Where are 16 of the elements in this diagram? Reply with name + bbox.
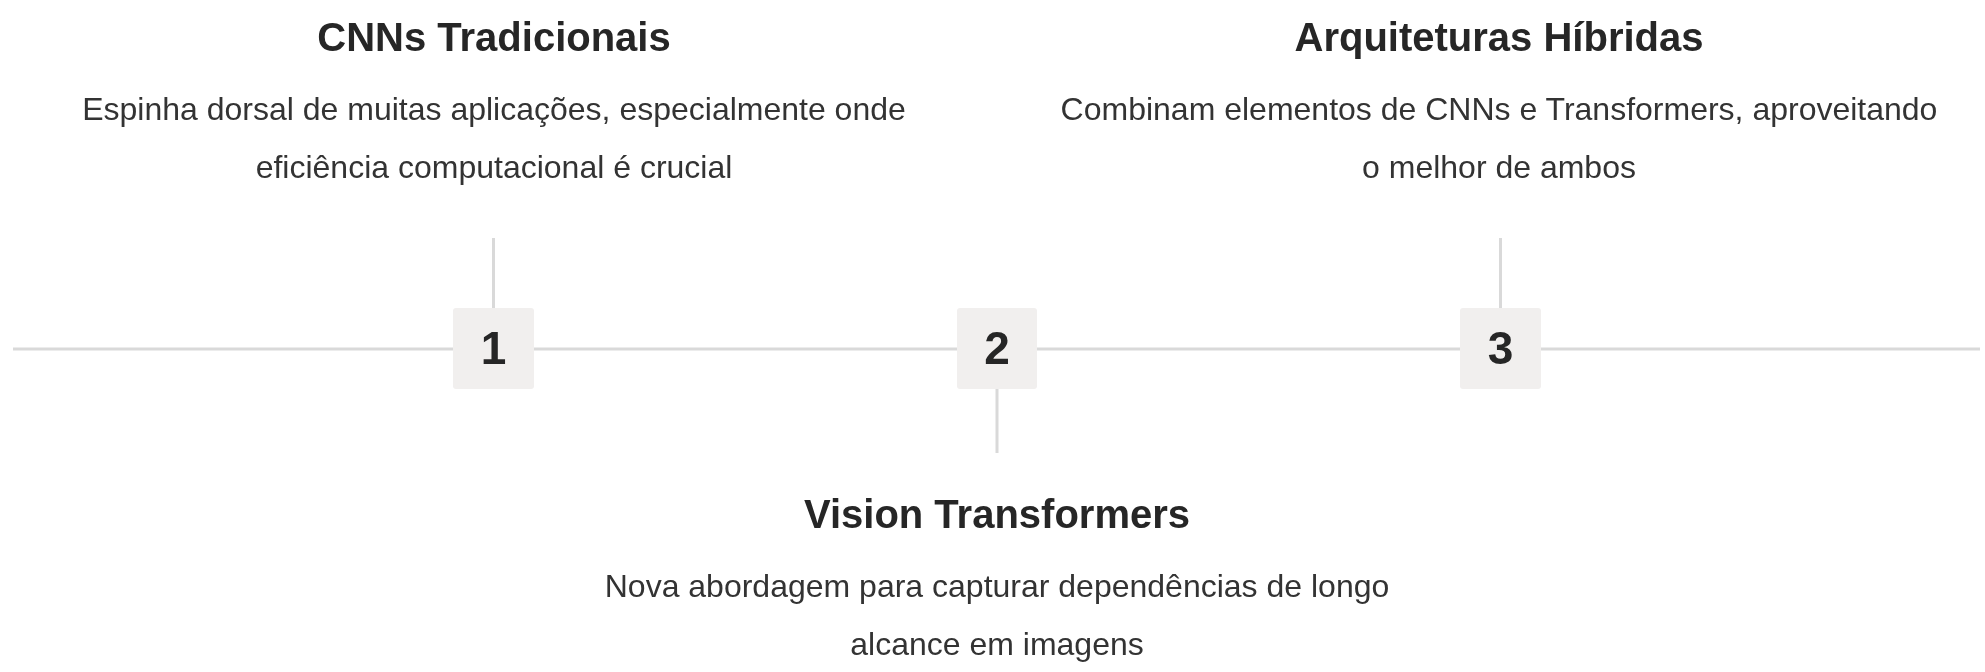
step-title: CNNs Tradicionais: [317, 14, 671, 61]
connector-line: [995, 389, 999, 453]
step-title: Vision Transformers: [803, 491, 1191, 538]
step-description: Nova abordagem para capturar dependências de longo alcance em imagens: [603, 567, 1391, 664]
step-title: Arquiteturas Híbridas: [1294, 14, 1704, 61]
step-number-box: 2: [957, 308, 1037, 389]
connector-line: [1499, 238, 1502, 308]
connector-line: [534, 347, 957, 351]
connector-line: [1037, 347, 1460, 351]
connector-line: [13, 347, 453, 351]
step-description: Combinam elementos de CNNs e Transformers, aproveitando o melhor de ambos: [1059, 90, 1939, 187]
step-description: Espinha dorsal de muitas aplicações, especialmente onde eficiência computacional é crucial: [81, 90, 907, 187]
step-number-box: 3: [1460, 308, 1541, 389]
connector-line: [1541, 347, 1980, 351]
step-number-box: 1: [453, 308, 534, 389]
connector-line: [492, 238, 495, 308]
